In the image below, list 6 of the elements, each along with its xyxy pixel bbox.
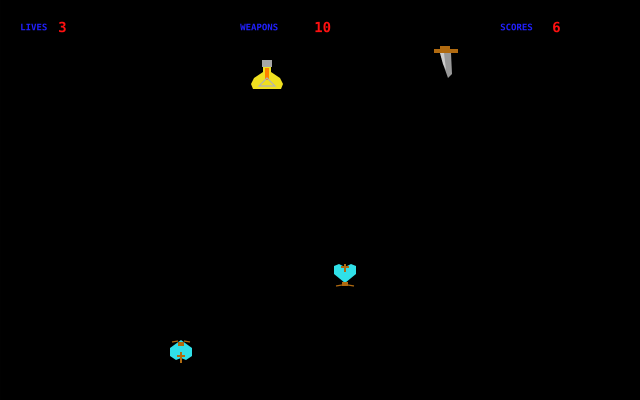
score-count: 6 [553,22,560,32]
scores-label: SCORES [500,24,532,30]
lives-label: LIVES [21,24,47,30]
weapons-count: 10 [316,22,330,32]
lives-count: 3 [59,22,66,32]
weapons-label: WEAPONS [240,24,278,30]
